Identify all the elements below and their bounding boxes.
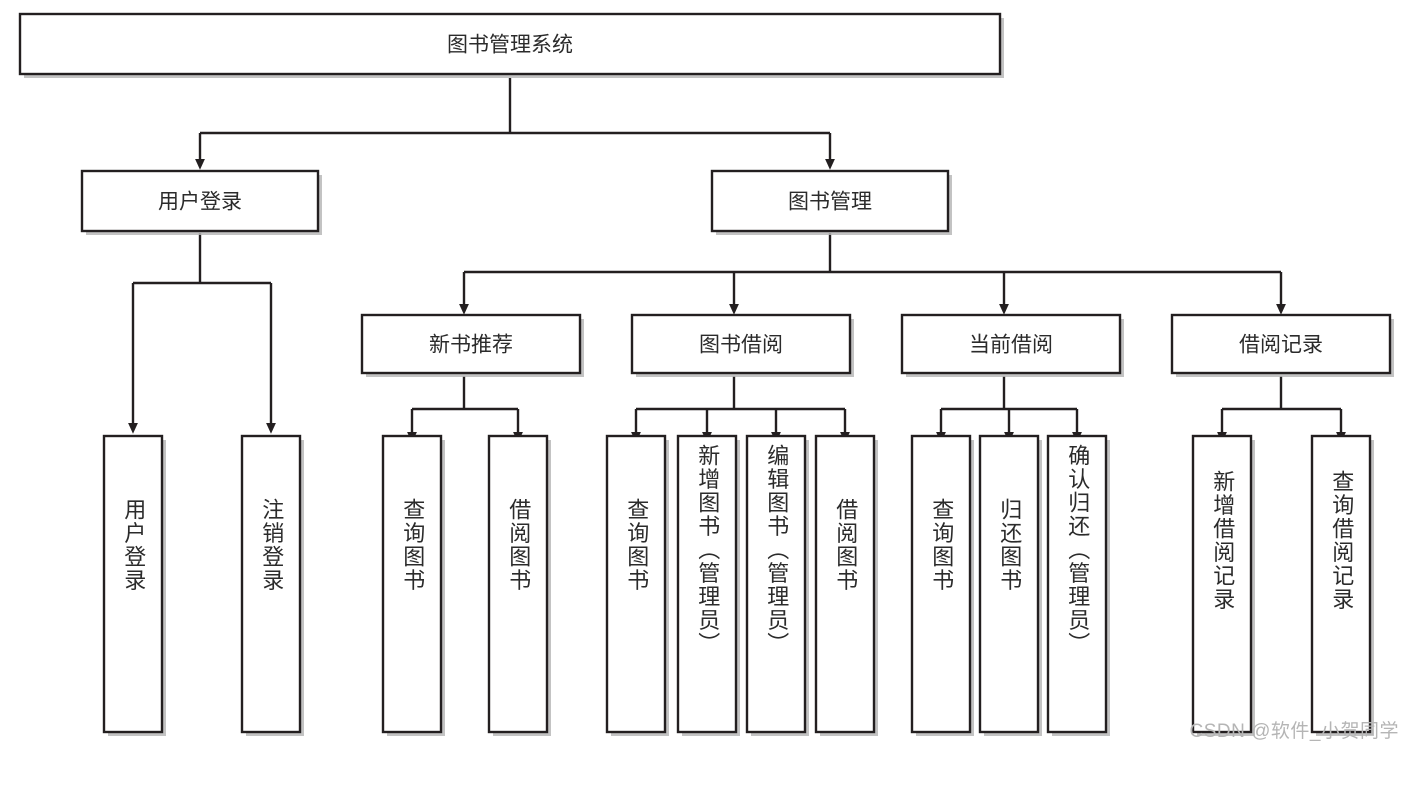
node-leaf-query-record[interactable]	[1310, 434, 1374, 736]
node-leaf-edit-book[interactable]	[745, 434, 809, 736]
node-leaf-add-record[interactable]	[1191, 434, 1255, 736]
node-current-borrow[interactable]: 当前借阅	[900, 313, 1124, 377]
watermark: CSDN @软件_小贺同学	[1189, 721, 1399, 742]
node-leaf-borrow-book-2[interactable]	[814, 434, 878, 736]
node-leaf-confirm-return[interactable]	[1046, 434, 1110, 736]
edges-layer	[128, 78, 1346, 443]
node-borrow-record[interactable]: 借阅记录	[1170, 313, 1394, 377]
node-book-manage-label: 图书管理	[788, 191, 872, 214]
node-leaf-user-login[interactable]	[102, 434, 166, 736]
node-leaf-return-book[interactable]	[978, 434, 1042, 736]
node-leaf-logout-login[interactable]	[240, 434, 304, 736]
node-book-manage[interactable]: 图书管理	[710, 169, 952, 235]
leaf-boxes-layer	[102, 434, 1374, 736]
node-leaf-add-book[interactable]	[676, 434, 740, 736]
node-leaf-query-book-1[interactable]	[381, 434, 445, 736]
node-book-borrow-label: 图书借阅	[699, 334, 783, 357]
diagram-canvas: 图书管理系统 用户登录 图书管理 新书推荐 图书借阅 当前借阅	[18, 12, 1394, 736]
node-current-borrow-label: 当前借阅	[969, 334, 1053, 357]
node-new-book-recommend[interactable]: 新书推荐	[360, 313, 584, 377]
node-new-book-recommend-label: 新书推荐	[429, 334, 513, 357]
node-user-login[interactable]: 用户登录	[80, 169, 322, 235]
node-borrow-record-label: 借阅记录	[1239, 334, 1323, 357]
node-leaf-query-book-3[interactable]	[910, 434, 974, 736]
node-leaf-borrow-book-1[interactable]	[487, 434, 551, 736]
node-user-login-label: 用户登录	[158, 191, 242, 214]
node-root[interactable]: 图书管理系统	[18, 12, 1004, 78]
org-chart-diagram: 图书管理系统 用户登录 图书管理 新书推荐 图书借阅 当前借阅	[18, 12, 1399, 742]
node-root-label: 图书管理系统	[447, 34, 573, 57]
node-leaf-query-book-2[interactable]	[605, 434, 669, 736]
node-book-borrow[interactable]: 图书借阅	[630, 313, 854, 377]
